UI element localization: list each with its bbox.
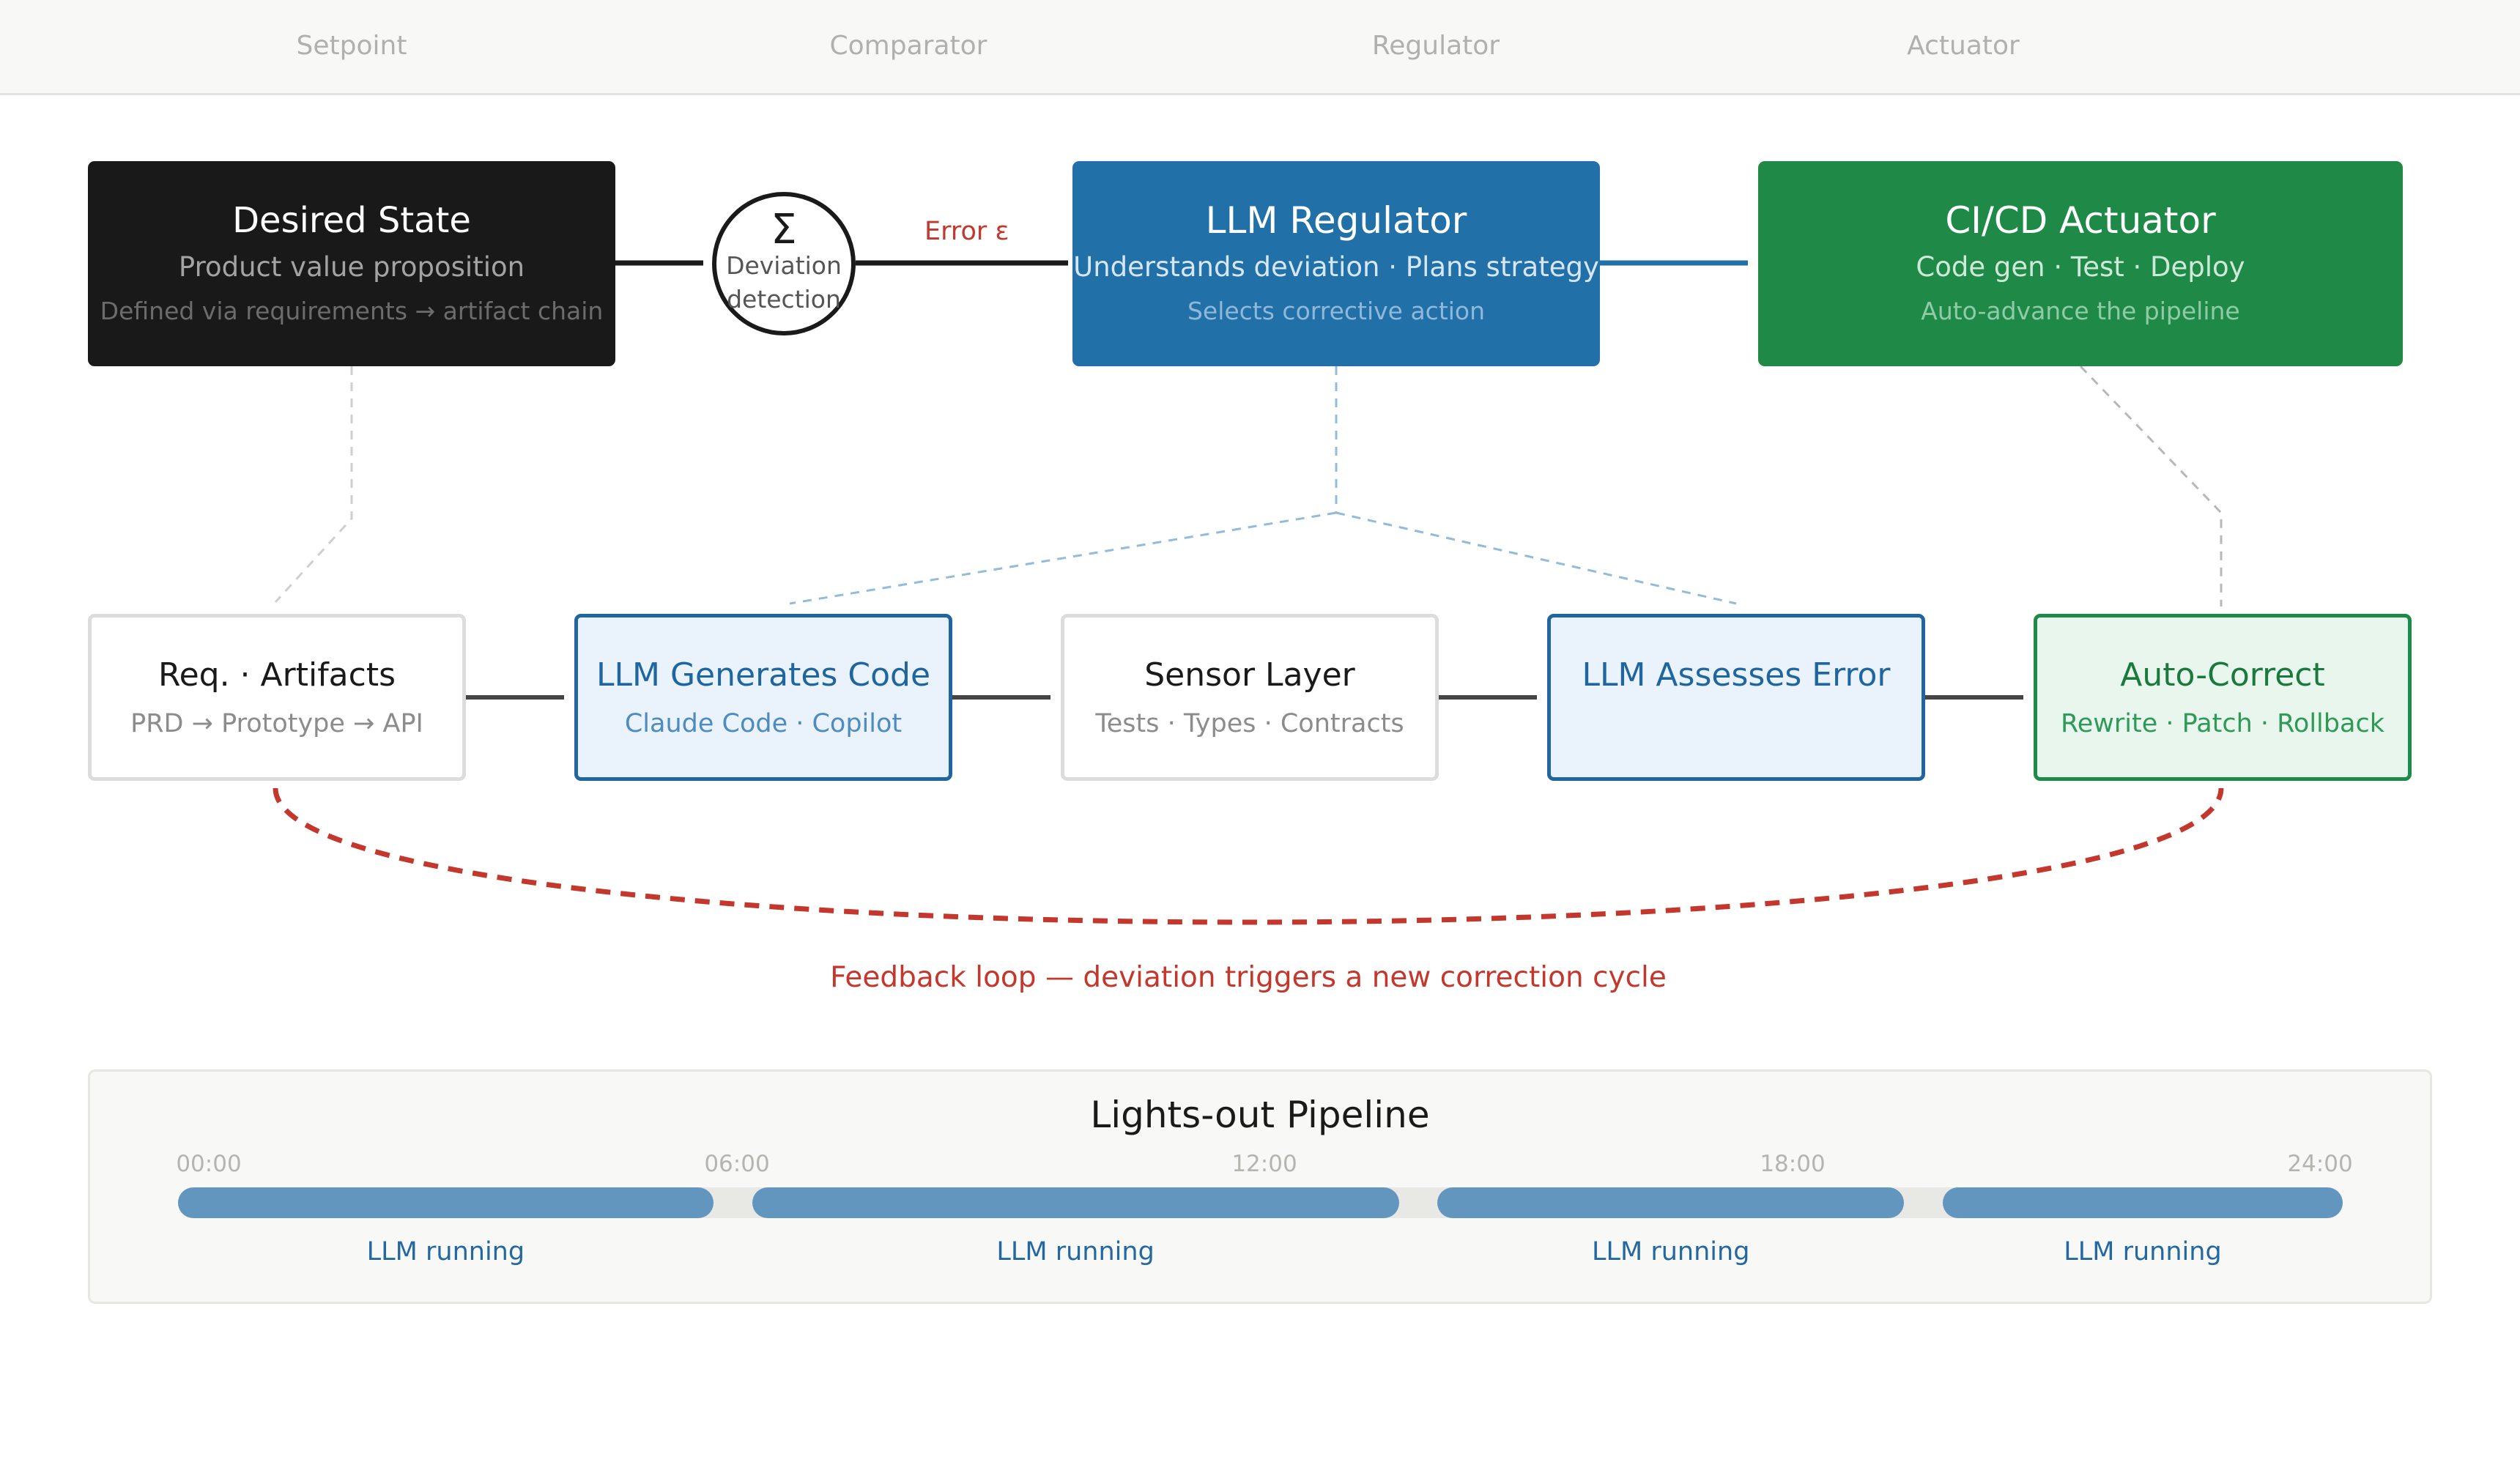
stage-header: Setpoint Comparator Regulator Actuator [0, 0, 2520, 95]
auto-correct-subtitle: Rewrite · Patch · Rollback [2061, 709, 2384, 738]
feedback-loop-path [273, 787, 2224, 925]
pipeline-tick: 12:00 [1231, 1151, 1297, 1177]
pipeline-tick: 00:00 [176, 1151, 242, 1177]
sensor-layer-subtitle: Tests · Types · Contracts [1095, 709, 1404, 738]
stage-label-setpoint: Setpoint [296, 31, 407, 61]
sigma-icon: Σ [771, 206, 797, 253]
desired-state-title: Desired State [232, 200, 471, 241]
comparator-line1: Deviation [726, 251, 842, 280]
link-actuator-to-autocorrect [2079, 365, 2223, 607]
auto-correct-box: Auto-Correct Rewrite · Patch · Rollback [2034, 614, 2412, 781]
pipeline-segment [1437, 1187, 1904, 1218]
pipeline-segment-label: LLM running [1592, 1237, 1750, 1266]
stage-label-regulator: Regulator [1371, 31, 1500, 61]
assess-error-title: LLM Assesses Error [1582, 656, 1891, 694]
stage-label-actuator: Actuator [1907, 31, 2020, 61]
actuator-subtitle: Code gen · Test · Deploy [1916, 251, 2245, 283]
generate-code-title: LLM Generates Code [596, 656, 931, 694]
link-regulator-to-assess [1335, 511, 1737, 605]
pipeline-tick: 18:00 [1760, 1151, 1826, 1177]
regulator-subtitle: Understands deviation · Plans strategy [1073, 251, 1599, 283]
generate-code-box: LLM Generates Code Claude Code · Copilot [574, 614, 952, 781]
artifacts-box: Req. · Artifacts PRD → Prototype → API [88, 614, 466, 781]
desired-state-box: Desired State Product value proposition … [88, 161, 615, 366]
pipeline-segment [1942, 1187, 2343, 1218]
desired-state-note: Defined via requirements → artifact chai… [100, 297, 604, 325]
comparator-line2: detection [727, 285, 841, 314]
actuator-title: CI/CD Actuator [1945, 199, 2216, 242]
pipeline-tick: 24:00 [2287, 1151, 2353, 1177]
desired-state-subtitle: Product value proposition [178, 251, 525, 283]
regulator-note: Selects corrective action [1187, 297, 1486, 325]
feedback-loop-label: Feedback loop — deviation triggers a new… [830, 961, 1667, 994]
pipeline-segment-label: LLM running [996, 1237, 1155, 1266]
generate-code-subtitle: Claude Code · Copilot [624, 709, 903, 738]
sensor-layer-title: Sensor Layer [1144, 656, 1355, 694]
pipeline-segment-label: LLM running [2064, 1237, 2222, 1266]
pipeline-segment [178, 1187, 714, 1218]
regulator-box: LLM Regulator Understands deviation · Pl… [1072, 161, 1600, 366]
pipeline-tick: 06:00 [704, 1151, 770, 1177]
actuator-box: CI/CD Actuator Code gen · Test · Deploy … [1758, 161, 2403, 366]
error-label: Error ε [924, 217, 1009, 246]
assess-error-box: LLM Assesses Error [1547, 614, 1925, 781]
link-desired-to-artifacts [274, 366, 353, 604]
artifacts-title: Req. · Artifacts [158, 656, 396, 694]
pipeline-title: Lights-out Pipeline [1090, 1094, 1430, 1136]
pipeline-segment [752, 1187, 1399, 1218]
artifacts-subtitle: PRD → Prototype → API [130, 709, 423, 738]
comparator-node: Σ Deviation detection [712, 192, 856, 335]
stage-label-comparator: Comparator [829, 31, 987, 61]
pipeline-panel: Lights-out Pipeline 00:00 06:00 12:00 18… [88, 1069, 2432, 1304]
actuator-note: Auto-advance the pipeline [1921, 297, 2240, 325]
link-regulator-to-generate [789, 511, 1337, 605]
pipeline-segment-label: LLM running [366, 1237, 525, 1266]
regulator-title: LLM Regulator [1205, 199, 1467, 242]
sensor-layer-box: Sensor Layer Tests · Types · Contracts [1061, 614, 1439, 781]
auto-correct-title: Auto-Correct [2120, 656, 2325, 694]
